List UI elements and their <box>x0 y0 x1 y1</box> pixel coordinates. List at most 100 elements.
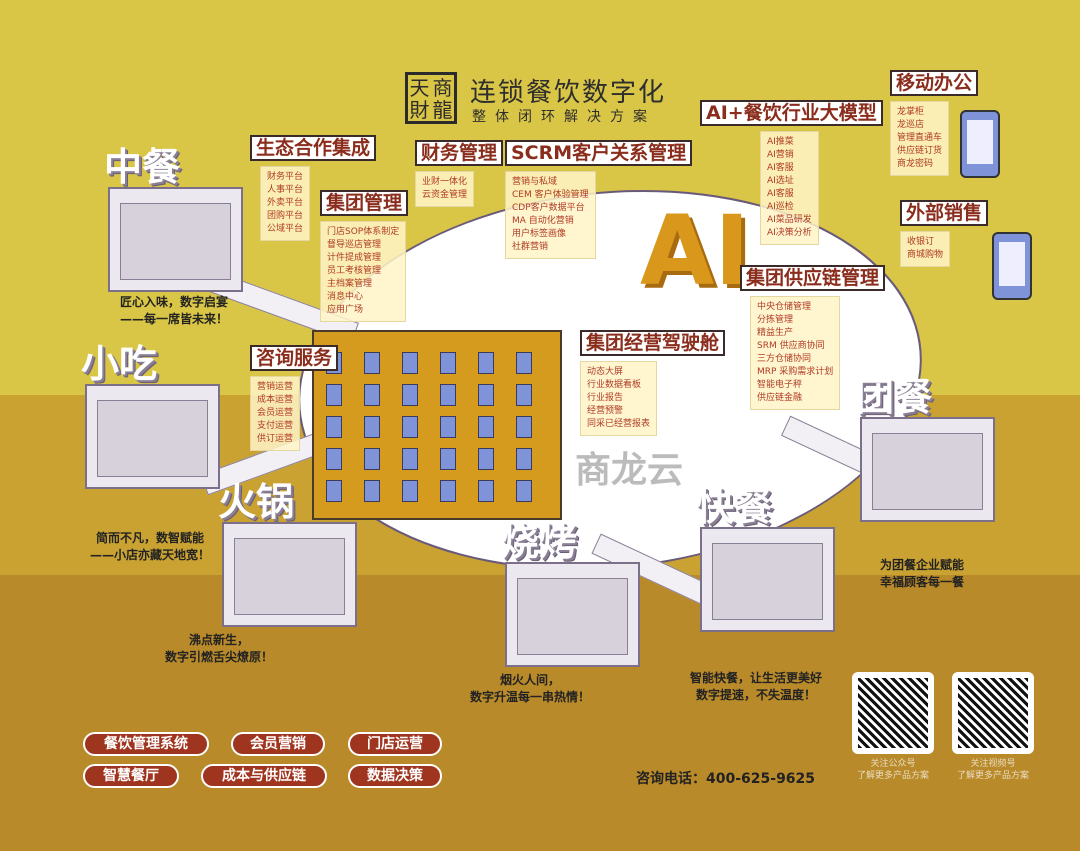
window <box>440 384 456 406</box>
window <box>478 384 494 406</box>
feature-pill[interactable]: 数据决策 <box>348 764 442 788</box>
feature-item: 商城购物 <box>907 250 944 260</box>
feature-item: 供应链金融 <box>757 393 803 403</box>
window <box>402 416 418 438</box>
video-channel-qr-code[interactable] <box>952 672 1034 754</box>
window <box>364 384 380 406</box>
feature-item: AI推菜 <box>767 137 794 147</box>
window <box>364 352 380 374</box>
restaurant-room <box>234 538 345 615</box>
feature-item: AI客服 <box>767 163 794 173</box>
feature-item: 应用广场 <box>327 305 364 315</box>
feature-item: 行业数据看板 <box>587 380 642 390</box>
format-name: 团餐 <box>856 375 933 419</box>
format-slogan: 匠心入味，数字启宴——每一席皆未来！ <box>120 294 228 328</box>
contact-phone: 咨询电话：400-625-9625 <box>636 771 816 787</box>
window <box>478 480 494 502</box>
feature-item: AI客服 <box>767 189 794 199</box>
format-name: 小吃 <box>81 342 158 386</box>
feature-item: 支付运营 <box>257 421 294 431</box>
feature-item: 商龙密码 <box>897 159 934 169</box>
feature-item: 同采已经营报表 <box>587 419 651 429</box>
restaurant-format-6: 团餐 <box>856 377 995 522</box>
feature-item: 督导巡店管理 <box>327 240 382 250</box>
feature-item: MRP 采购需求计划 <box>757 367 834 377</box>
feature-item: AI营销 <box>767 150 794 160</box>
feature-item: AI决策分析 <box>767 228 812 238</box>
restaurant-format-1: 中餐 <box>104 147 243 292</box>
restaurant-format-3: 火锅 <box>218 482 357 627</box>
slogan-line: 智能快餐，让生活更美好 <box>690 671 823 685</box>
feature-pill[interactable]: 成本与供应链 <box>201 764 327 788</box>
format-name: 快餐 <box>696 485 773 529</box>
feature-item: AI菜品研发 <box>767 215 812 225</box>
restaurant-room <box>97 400 208 477</box>
feature-item: 团购平台 <box>267 211 304 221</box>
feature-item: 会员运营 <box>257 408 294 418</box>
window <box>402 480 418 502</box>
format-slogan: 为团餐企业赋能幸福顾客每一餐 <box>880 557 964 591</box>
logo-char: 天 <box>409 76 430 100</box>
format-name: 火锅 <box>218 480 295 524</box>
feature-pill[interactable]: 智慧餐厅 <box>83 764 179 788</box>
feature-item: 三方仓储协同 <box>757 354 812 364</box>
slogan-line: 数字引燃舌尖燎原！ <box>165 650 274 664</box>
module-title: AI+餐饮行业大模型 <box>700 100 883 126</box>
page-subtitle: 整体闭环解决方案 <box>472 109 656 125</box>
watermark: 商龙云 <box>575 450 684 491</box>
feature-item: 经营预警 <box>587 406 624 416</box>
window <box>516 384 532 406</box>
window <box>402 352 418 374</box>
feature-item: 营销运营 <box>257 382 294 392</box>
module-title: 集团供应链管理 <box>740 265 886 291</box>
slogan-line: 数字升温每一串热情！ <box>470 690 591 704</box>
window <box>440 416 456 438</box>
slogan-line: 为团餐企业赋能 <box>880 558 965 572</box>
feature-item: 门店SOP体系制定 <box>327 227 400 237</box>
module-feature-card: 财务平台人事平台外卖平台团购平台公域平台 <box>260 166 311 241</box>
module-title: 移动办公 <box>890 70 979 96</box>
window <box>364 448 380 470</box>
module-title: 集团管理 <box>320 190 409 216</box>
qr-caption: 关注公众号了解更多产品方案 <box>843 758 943 782</box>
restaurant-format-4: 烧烤 <box>501 522 640 667</box>
logo-char: 商 <box>432 76 453 100</box>
wechat-official-qr-code[interactable] <box>852 672 934 754</box>
window <box>364 480 380 502</box>
feature-item: 云资金管理 <box>422 190 468 200</box>
qr-caption-line: 了解更多产品方案 <box>956 771 1029 781</box>
feature-item: 消息中心 <box>327 292 364 302</box>
module-feature-card: 动态大屏行业数据看板行业报告经营预警同采已经营报表 <box>580 361 658 436</box>
feature-item: 精益生产 <box>757 328 794 338</box>
slogan-line: 沸点新生， <box>189 633 250 647</box>
module-feature-card: 营销运营成本运营会员运营支付运营供订运营 <box>250 376 301 451</box>
format-name: 中餐 <box>104 145 181 189</box>
slogan-line: 烟火人间， <box>500 673 561 687</box>
window <box>402 448 418 470</box>
feature-item: 收银订 <box>907 237 935 247</box>
feature-item: MA 自动化营销 <box>512 216 574 226</box>
feature-item: 智能电子秤 <box>757 380 803 390</box>
feature-pill[interactable]: 会员营销 <box>231 732 325 756</box>
feature-item: 主档案管理 <box>327 279 373 289</box>
module-feature-card: 门店SOP体系制定督导巡店管理计件提成管理员工考核管理主档案管理消息中心应用广场 <box>320 221 407 322</box>
qr-caption: 关注视频号了解更多产品方案 <box>943 758 1043 782</box>
feature-item: 社群营销 <box>512 242 549 252</box>
feature-pill[interactable]: 门店运营 <box>348 732 442 756</box>
window <box>326 480 342 502</box>
format-slogan: 智能快餐，让生活更美好数字提速，不失温度！ <box>690 670 822 704</box>
window <box>516 448 532 470</box>
slogan-line: 简而不凡，数智赋能 <box>96 531 205 545</box>
slogan-line: ——小店亦藏天地宽！ <box>90 548 211 562</box>
feature-item: 用户标签画像 <box>512 229 567 239</box>
restaurant-room <box>712 543 823 620</box>
feature-item: 财务平台 <box>267 172 304 182</box>
module-feature-card: 收银订商城购物 <box>900 231 951 267</box>
feature-item: AI巡检 <box>767 202 794 212</box>
feature-pill[interactable]: 餐饮管理系统 <box>83 732 209 756</box>
feature-item: 营销与私域 <box>512 177 558 187</box>
window <box>440 448 456 470</box>
feature-item: 供应链订货 <box>897 146 943 156</box>
